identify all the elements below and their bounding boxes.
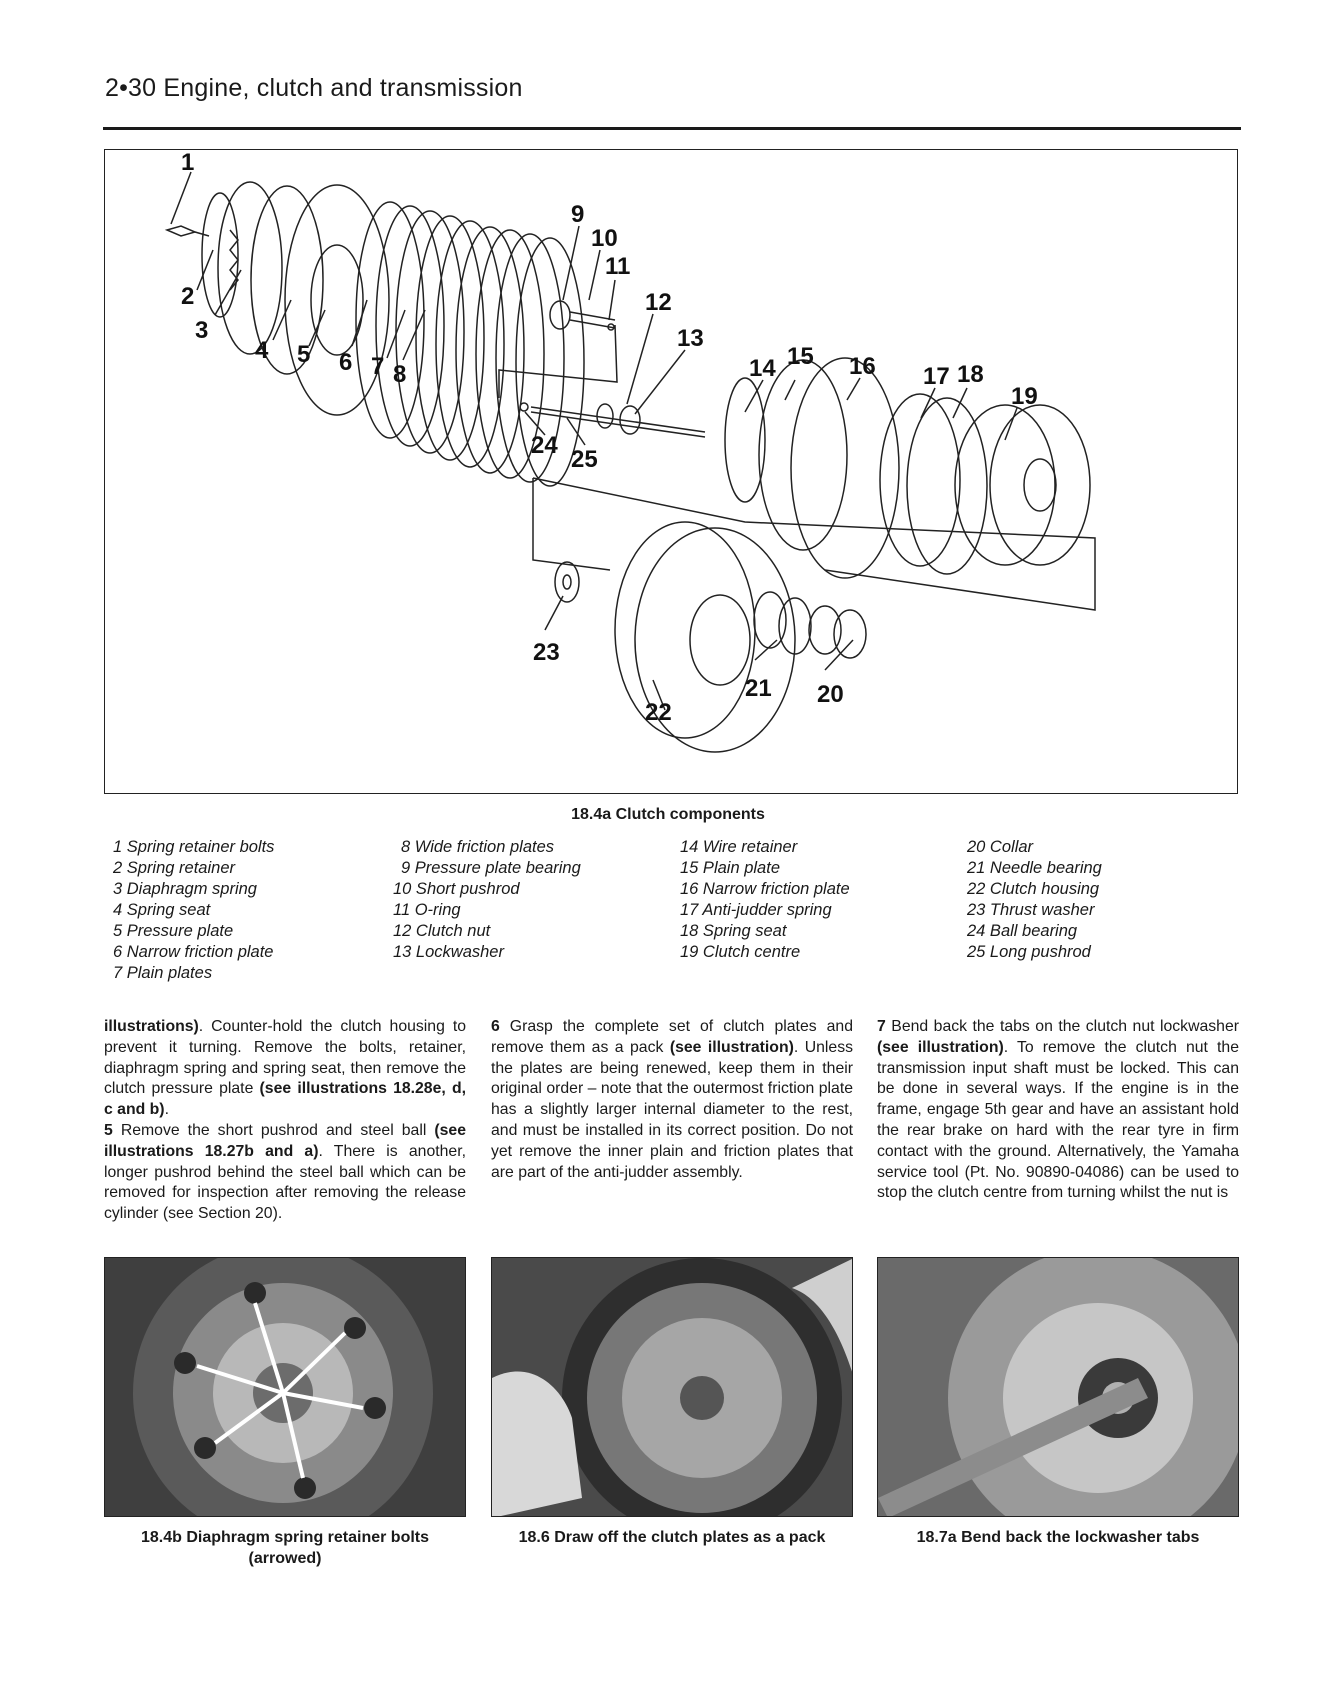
legend-item: 17 Anti-judder spring	[680, 901, 832, 919]
text: . Unless the plates are being renewed, k…	[491, 1038, 853, 1181]
callout-8: 8	[393, 361, 406, 388]
legend-item: 1 Spring retainer bolts	[113, 838, 275, 856]
text: Grasp the complete set of clutch plates …	[491, 1018, 853, 1056]
callout-18: 18	[957, 361, 984, 388]
photo-caption-3: 18.7a Bend back the lockwasher tabs	[916, 1529, 1200, 1546]
callout-24: 24	[531, 432, 558, 459]
bold-ref: (see illustrations 18.28e, d, c and b)	[104, 1080, 466, 1119]
photo-image	[878, 1258, 1238, 1516]
page-header: 2•30 Engine, clutch and transmission	[105, 74, 523, 102]
text: Bend back the tabs on the clutch nut loc…	[885, 1018, 1239, 1035]
paragraph: 6 Grasp the complete set of clutch plate…	[491, 1017, 853, 1183]
bold-ref: (see illustration)	[877, 1038, 1004, 1056]
callout-21: 21	[745, 675, 772, 702]
bold-ref: illustrations)	[104, 1018, 199, 1035]
text: Remove the short pushrod and steel ball	[112, 1121, 435, 1139]
callout-20: 20	[817, 681, 844, 708]
legend-column-3: 14 Wire retainer 15 Plain plate 16 Narro…	[680, 837, 850, 963]
legend-item: 15 Plain plate	[680, 859, 780, 877]
callout-17: 17	[923, 363, 950, 390]
photo-clutch-plates	[491, 1257, 853, 1517]
legend-item: 3 Diaphragm spring	[113, 880, 257, 898]
callout-12: 12	[645, 289, 672, 316]
legend-item: 13 Lockwasher	[393, 943, 504, 961]
photo-image	[492, 1258, 852, 1516]
legend-item: 9 Pressure plate bearing	[401, 859, 581, 877]
text: . There is another, longer pushrod behin…	[104, 1142, 466, 1223]
legend-item: 18 Spring seat	[680, 922, 787, 940]
callout-2: 2	[181, 283, 194, 310]
photo-image	[105, 1258, 465, 1516]
legend-item: 2 Spring retainer	[113, 859, 235, 877]
legend-item: 12 Clutch nut	[393, 922, 491, 940]
callout-22: 22	[645, 699, 672, 726]
legend-item: 20 Collar	[967, 838, 1034, 856]
photo-diaphragm-spring	[104, 1257, 466, 1517]
legend-column-2: 8 Wide friction plates 9 Pressure plate …	[393, 837, 581, 963]
body-column-1: illustrations). Counter-hold the clutch …	[104, 1017, 466, 1225]
legend-item: 23 Thrust washer	[967, 901, 1095, 919]
legend-item: 24 Ball bearing	[967, 922, 1078, 940]
paragraph: illustrations). Counter-hold the clutch …	[104, 1017, 466, 1121]
photo-caption-2: 18.6 Draw off the clutch plates as a pac…	[518, 1529, 826, 1546]
legend-item: 22 Clutch housing	[967, 880, 1100, 898]
step-number: 5	[104, 1121, 113, 1139]
callout-7: 7	[371, 353, 384, 380]
legend-column-1: 1 Spring retainer bolts 2 Spring retaine…	[113, 837, 274, 984]
step-number: 7	[877, 1018, 886, 1035]
callout-14: 14	[749, 355, 776, 382]
parts-legend: 1 Spring retainer bolts 2 Spring retaine…	[0, 837, 1336, 987]
callout-19: 19	[1011, 383, 1038, 410]
legend-item: 5 Pressure plate	[113, 922, 234, 940]
clutch-components-diagram: 1 2 3 4 5 6 7 8 9 10 11 12 13 14 15 16 1…	[104, 149, 1238, 794]
legend-item: 16 Narrow friction plate	[680, 880, 850, 898]
callout-10: 10	[591, 225, 618, 252]
legend-item: 6 Narrow friction plate	[113, 943, 274, 961]
photo-caption-1: 18.4b Diaphragm spring retainer bolts (a…	[140, 1529, 430, 1567]
callout-9: 9	[571, 201, 584, 228]
legend-item: 8 Wide friction plates	[401, 838, 555, 856]
callout-13: 13	[677, 325, 704, 352]
callout-15: 15	[787, 343, 814, 370]
callout-11: 11	[605, 253, 630, 280]
callout-5: 5	[297, 341, 310, 368]
legend-item: 25 Long pushrod	[967, 943, 1091, 961]
text: . Counter-hold the clutch housing to pre…	[104, 1018, 466, 1098]
body-column-2: 6 Grasp the complete set of clutch plate…	[491, 1017, 853, 1183]
text: . To remove the clutch nut the transmiss…	[877, 1038, 1239, 1202]
callout-4: 4	[255, 337, 269, 364]
exploded-view-drawing: 1 2 3 4 5 6 7 8 9 10 11 12 13 14 15 16 1…	[164, 150, 1096, 753]
legend-item: 21 Needle bearing	[967, 859, 1102, 877]
legend-item: 4 Spring seat	[113, 901, 211, 919]
photo-lockwasher	[877, 1257, 1239, 1517]
callout-3: 3	[195, 317, 208, 344]
bold-ref: (see illustrations 18.27b and a)	[104, 1121, 466, 1160]
legend-column-4: 20 Collar 21 Needle bearing 22 Clutch ho…	[967, 837, 1102, 963]
text: .	[164, 1101, 169, 1119]
legend-item: 10 Short pushrod	[393, 880, 520, 898]
legend-item: 19 Clutch centre	[680, 943, 801, 961]
header-rule	[103, 127, 1241, 130]
bold-ref: (see illustration)	[669, 1038, 794, 1056]
legend-item: 7 Plain plates	[113, 964, 213, 982]
body-column-3: 7 Bend back the tabs on the clutch nut l…	[877, 1017, 1239, 1204]
paragraph: 7 Bend back the tabs on the clutch nut l…	[877, 1017, 1239, 1204]
callout-16: 16	[849, 353, 876, 380]
callout-23: 23	[533, 639, 560, 666]
legend-item: 11 O-ring	[393, 901, 461, 919]
step-number: 6	[491, 1018, 500, 1035]
legend-item: 14 Wire retainer	[680, 838, 798, 856]
paragraph: 5 Remove the short pushrod and steel bal…	[104, 1121, 466, 1225]
figure-caption: 18.4a Clutch components	[571, 806, 765, 823]
callout-1: 1	[181, 150, 194, 176]
callout-25: 25	[571, 446, 598, 473]
callout-6: 6	[339, 349, 352, 376]
